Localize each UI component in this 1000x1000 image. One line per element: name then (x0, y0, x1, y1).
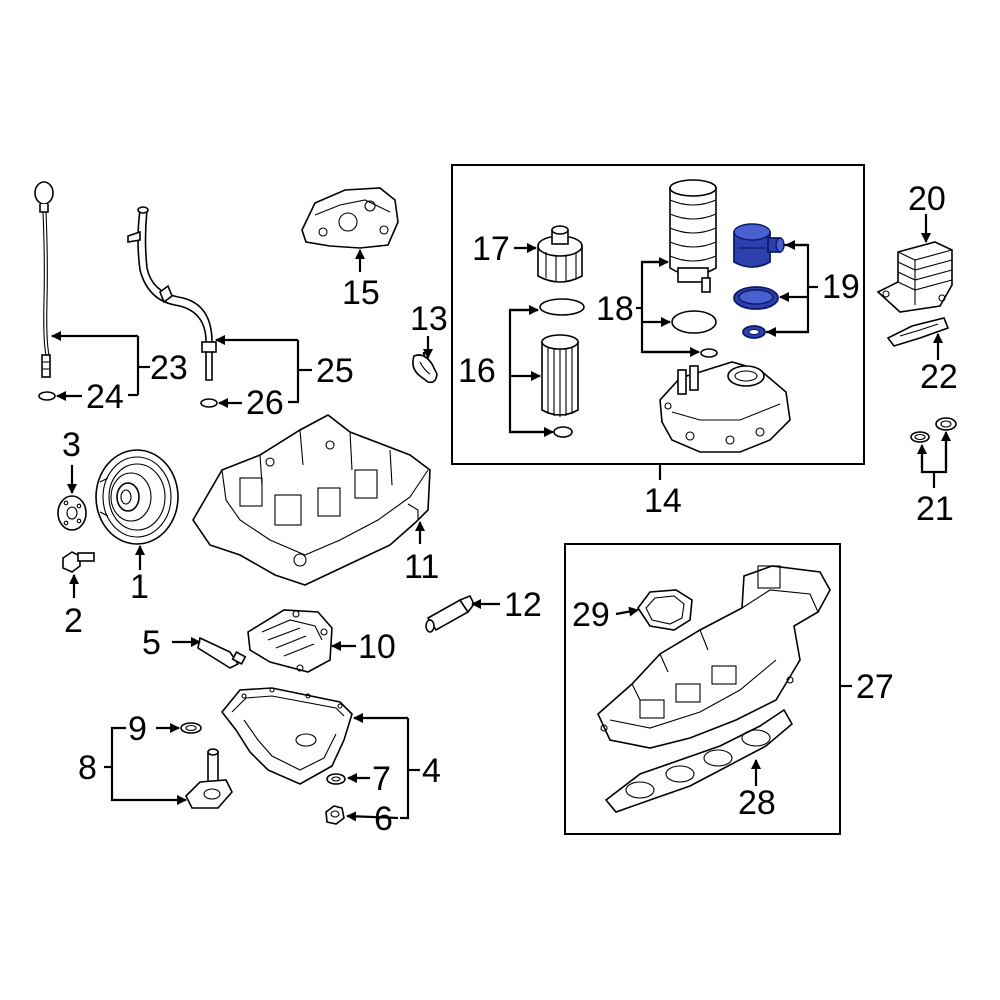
callout-10: 10 (358, 628, 396, 666)
drain-washer-part[interactable] (326, 773, 346, 785)
callout-27: 27 (856, 668, 894, 706)
intake-manifold-gasket-part[interactable] (604, 708, 794, 813)
callout-8: 8 (78, 749, 97, 787)
oil-filter-housing-detail-box (451, 164, 865, 465)
callout-11: 11 (404, 548, 439, 586)
oil-cooler-part[interactable] (876, 241, 953, 313)
oil-filter-housing-part[interactable] (659, 361, 791, 453)
washer-part[interactable] (57, 495, 87, 531)
crankshaft-pulley-part[interactable] (95, 449, 179, 545)
filter-cap-part[interactable] (537, 225, 583, 283)
dipstick-tube-o-ring-part[interactable] (200, 398, 218, 408)
callout-17: 17 (472, 230, 510, 268)
sleeve-o-ring-part[interactable] (671, 310, 717, 334)
valve-small-seal-part[interactable] (742, 325, 766, 339)
callout-19: 19 (822, 268, 860, 306)
sleeve-small-o-ring-part[interactable] (700, 348, 718, 358)
oil-pan-part[interactable] (220, 687, 353, 785)
hose-part[interactable] (412, 354, 438, 384)
callout-14: 14 (644, 482, 682, 520)
oil-pump-baffle-part[interactable] (247, 609, 333, 673)
dipstick-part[interactable] (34, 181, 54, 378)
callout-1: 1 (130, 568, 149, 606)
callout-28: 28 (738, 784, 776, 822)
callout-12: 12 (504, 586, 542, 624)
callout-13: 13 (410, 300, 448, 338)
dipstick-tube-part[interactable] (127, 206, 217, 381)
filter-small-o-ring-part[interactable] (553, 426, 573, 438)
callout-2: 2 (64, 602, 83, 640)
intake-manifold-part[interactable] (597, 565, 831, 749)
upper-oil-pan-part[interactable] (192, 414, 431, 586)
o-ring-9-part[interactable] (180, 722, 202, 734)
oil-level-sensor-part[interactable] (185, 748, 233, 809)
callout-26: 26 (246, 384, 284, 422)
leader-lines (51, 214, 951, 822)
manifold-top-gasket-part[interactable] (637, 589, 693, 631)
callout-20: 20 (908, 180, 946, 218)
callout-21: 21 (916, 490, 954, 528)
callout-16: 16 (458, 352, 496, 390)
callout-4: 4 (422, 752, 441, 790)
callout-5: 5 (142, 624, 161, 662)
cooler-gasket-part[interactable] (886, 317, 950, 347)
cooler-seal-right-part[interactable] (935, 417, 957, 431)
callout-9: 9 (128, 710, 147, 748)
bolt-part[interactable] (62, 551, 95, 573)
callout-3: 3 (62, 426, 81, 464)
valve-seal-part[interactable] (733, 286, 779, 310)
dipstick-o-ring-part[interactable] (38, 391, 56, 401)
filter-sleeve-part[interactable] (669, 179, 717, 293)
callout-18: 18 (596, 290, 634, 328)
callout-29: 29 (572, 596, 610, 634)
oil-cooler-valve-part[interactable] (733, 223, 785, 268)
callout-24: 24 (86, 378, 124, 416)
callout-22: 22 (920, 358, 958, 396)
oil-filter-element-part[interactable] (541, 334, 579, 417)
drain-plug-part[interactable] (325, 805, 345, 825)
callout-15: 15 (342, 274, 380, 312)
callout-labels: 1 2 3 4 5 6 7 8 9 10 11 12 13 14 15 16 1… (62, 180, 958, 838)
callout-7: 7 (372, 760, 391, 798)
cover-plate-part[interactable] (301, 187, 399, 249)
sealant-tube-5-part[interactable] (197, 636, 247, 669)
cooler-seal-left-part[interactable] (910, 431, 930, 443)
callout-6: 6 (374, 800, 393, 838)
sealant-tube-12-part[interactable] (425, 594, 475, 633)
callout-25: 25 (316, 352, 354, 390)
cap-o-ring-part[interactable] (539, 298, 585, 316)
callout-23: 23 (150, 349, 188, 387)
intake-manifold-detail-box (564, 543, 841, 835)
